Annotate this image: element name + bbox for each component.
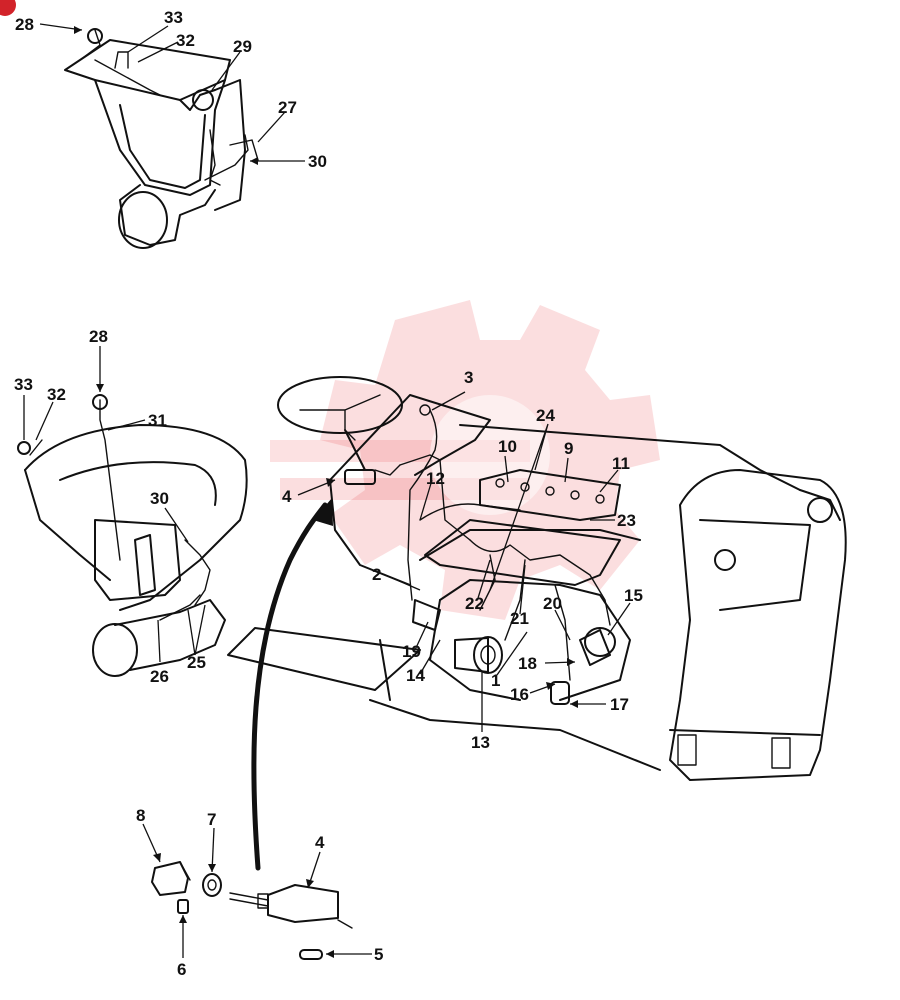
callout-27: 27 (278, 98, 297, 117)
gear-logo-watermark (270, 300, 660, 620)
callout-31: 31 (148, 411, 167, 430)
callout-labels: 28 33 32 29 27 30 28 33 32 31 30 26 25 3… (14, 8, 643, 979)
callout-14: 14 (406, 666, 425, 685)
callout-30-top: 30 (308, 152, 327, 171)
callout-33-top: 33 (164, 8, 183, 27)
callout-8: 8 (136, 806, 145, 825)
callout-18: 18 (518, 654, 537, 673)
callout-13: 13 (471, 733, 490, 752)
callout-29: 29 (233, 37, 252, 56)
callout-9: 9 (564, 439, 573, 458)
callout-4-detail: 4 (315, 833, 325, 852)
callout-3: 3 (464, 368, 473, 387)
callout-11: 11 (612, 454, 630, 473)
leader-lines (23, 23, 631, 958)
callout-23: 23 (617, 511, 636, 530)
rear-fender-assembly (17, 394, 248, 677)
callout-17: 17 (610, 695, 629, 714)
callout-12: 12 (426, 469, 445, 488)
callout-6: 6 (177, 960, 186, 979)
callout-25: 25 (187, 653, 206, 672)
corner-badge-icon (0, 0, 16, 16)
callout-22: 22 (465, 594, 484, 613)
callout-5: 5 (374, 945, 383, 964)
callout-4-main: 4 (282, 487, 292, 506)
callout-26: 26 (150, 667, 169, 686)
callout-10: 10 (498, 437, 517, 456)
callout-28-top: 28 (15, 15, 34, 34)
callout-15: 15 (624, 586, 643, 605)
callout-32-top: 32 (176, 31, 195, 50)
callout-19: 19 (402, 642, 421, 661)
callout-28-mid: 28 (89, 327, 108, 346)
callout-32-mid: 32 (47, 385, 66, 404)
callout-30-mid: 30 (150, 489, 169, 508)
callout-2: 2 (372, 565, 381, 584)
callout-7: 7 (207, 810, 216, 829)
callout-33-mid: 33 (14, 375, 33, 394)
callout-1: 1 (491, 671, 500, 690)
callout-21: 21 (510, 609, 529, 628)
pointer-arrow (251, 498, 333, 871)
callout-20: 20 (543, 594, 562, 613)
callout-24: 24 (536, 406, 555, 425)
detail-parts (151, 861, 353, 960)
callout-16: 16 (510, 685, 529, 704)
top-fender-assembly (64, 28, 259, 249)
